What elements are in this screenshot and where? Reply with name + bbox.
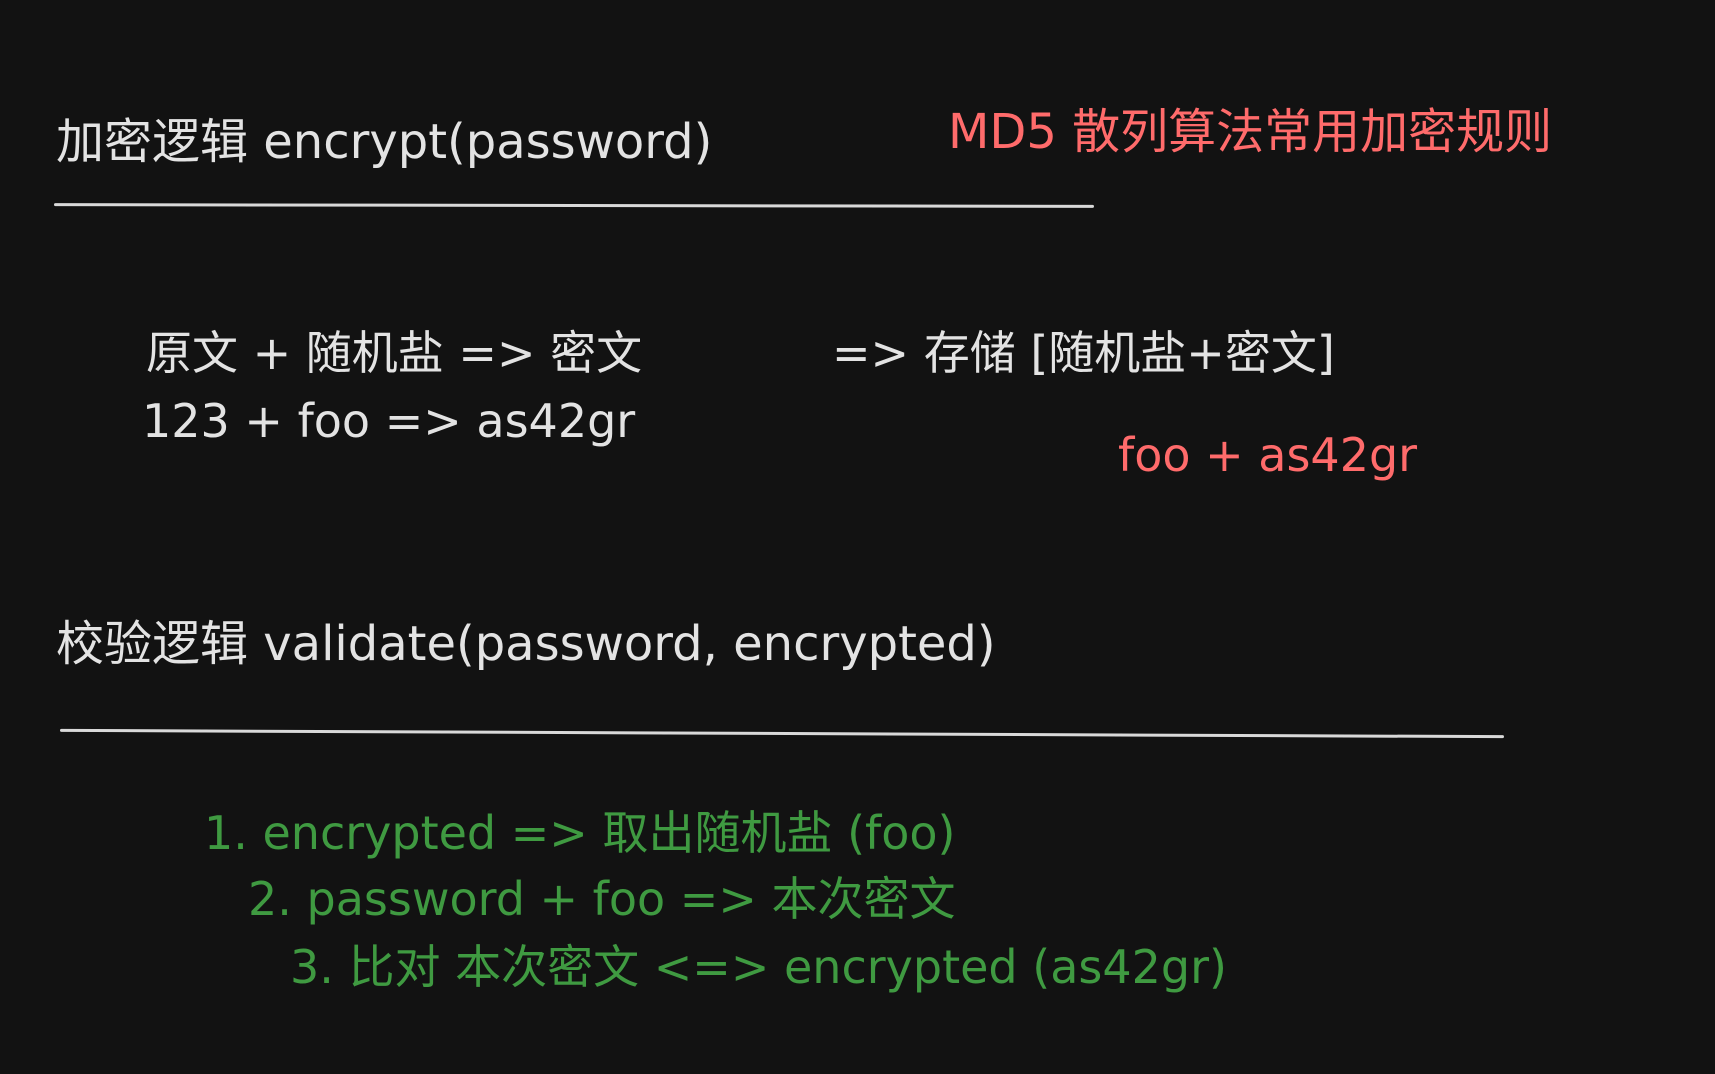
validate-step-3: 3. 比对 本次密文 <=> encrypted (as42gr)	[290, 940, 1227, 994]
validate-step-1: 1. encrypted => 取出随机盐 (foo)	[204, 806, 956, 860]
stored-example: foo + as42gr	[1118, 428, 1418, 482]
encrypt-heading-underline	[53, 203, 1095, 208]
validate-heading: 校验逻辑 validate(password, encrypted)	[56, 616, 996, 672]
validate-step-2: 2. password + foo => 本次密文	[248, 872, 956, 926]
encrypt-heading: 加密逻辑 encrypt(password)	[56, 114, 713, 170]
md5-note: MD5 散列算法常用加密规则	[948, 104, 1553, 160]
encrypt-store-line: => 存储 [随机盐+密文]	[832, 326, 1335, 380]
validate-heading-underline	[60, 728, 1504, 739]
encrypt-example-line: 123 + foo => as42gr	[142, 394, 636, 448]
encrypt-flow-line: 原文 + 随机盐 => 密文	[146, 326, 643, 380]
